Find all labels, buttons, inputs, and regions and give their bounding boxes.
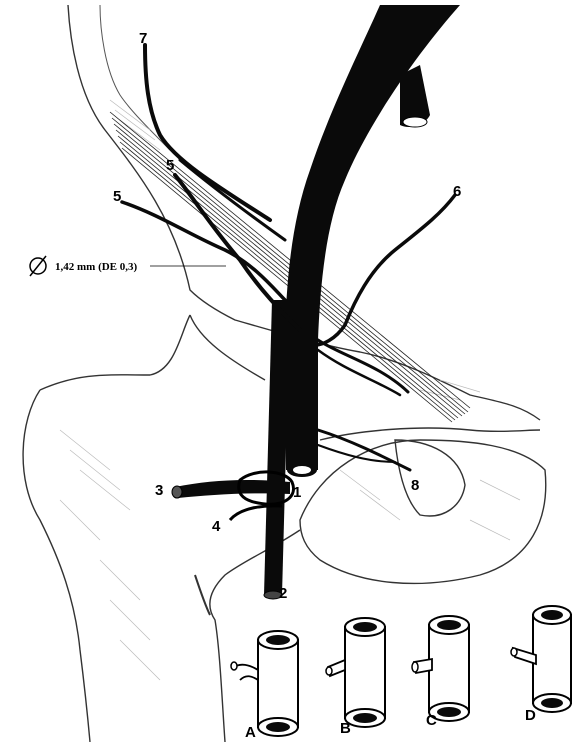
- femur-lateral-outline: [23, 315, 190, 742]
- label-3: 3: [155, 482, 163, 499]
- label-7: 7: [139, 30, 147, 47]
- variant-c-label: C: [426, 712, 437, 729]
- label-8: 8: [411, 477, 419, 494]
- label-5-upper: 5: [166, 157, 174, 174]
- diameter-symbol-slash: [30, 256, 46, 276]
- label-6: 6: [453, 183, 461, 200]
- variant-a: A: [231, 631, 298, 741]
- main-vessel: [285, 5, 460, 477]
- variant-b-label: B: [340, 720, 351, 737]
- pelvis-inner-outline: [100, 5, 170, 150]
- measurement-label: 1,42 mm (DE 0,3): [55, 261, 138, 273]
- label-4: 4: [212, 518, 221, 535]
- variant-c: C: [412, 616, 469, 729]
- label-2: 2: [279, 585, 287, 602]
- main-vessel-lumen-inner: [293, 466, 311, 474]
- variant-d-label: D: [525, 707, 536, 724]
- intertrochanteric-line: [195, 575, 210, 615]
- femoral-head-outline: [300, 440, 546, 583]
- acetabular-rim: [320, 428, 540, 440]
- variant-d: D: [511, 606, 571, 724]
- measurement-annotation: 1,42 mm (DE 0,3): [30, 256, 226, 276]
- label-1: 1: [293, 484, 301, 501]
- variant-b: B: [326, 618, 385, 737]
- variant-a-label: A: [245, 724, 256, 741]
- fovea-outline: [395, 440, 465, 516]
- label-5-lower: 5: [113, 188, 121, 205]
- main-vessel-upper: [285, 5, 460, 470]
- branch-vessel-lumen: [403, 117, 427, 127]
